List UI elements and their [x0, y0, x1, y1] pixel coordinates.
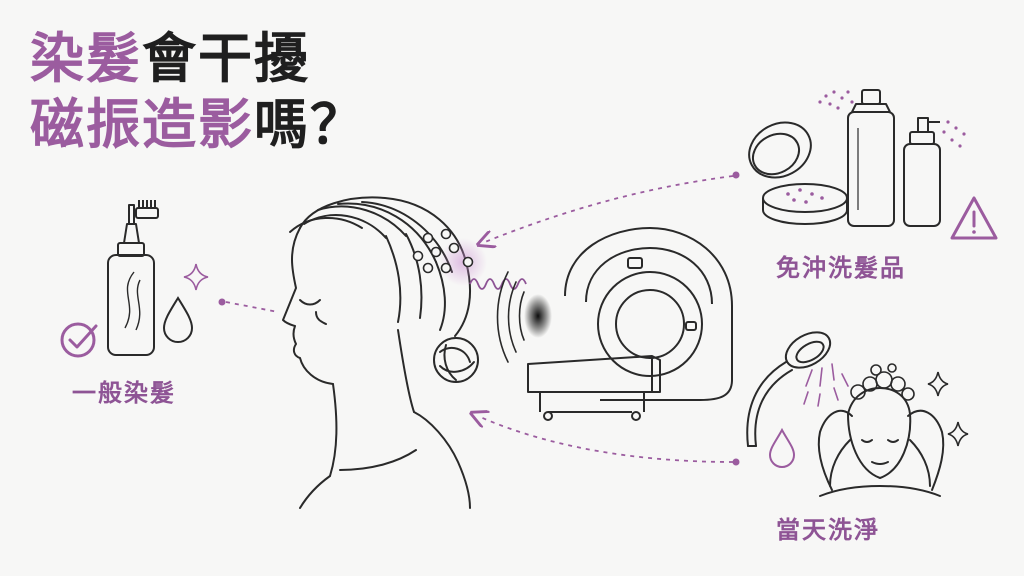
interference-wave — [469, 278, 527, 290]
mri-scanner — [527, 227, 733, 421]
check-circle-icon — [60, 322, 98, 358]
label-leave-in-products: 免沖洗髮品 — [776, 254, 906, 282]
drop-icon — [162, 296, 194, 343]
label-wash-same-day: 當天洗淨 — [776, 516, 880, 544]
page-title: 染髮會干擾 磁振造影嗎？ — [30, 26, 366, 158]
sparkle-icon — [947, 421, 969, 447]
spray-bottle-small — [903, 117, 941, 227]
connector-dye-to-head — [218, 298, 279, 313]
water-spray — [803, 363, 849, 407]
sparkle-icon — [927, 371, 949, 397]
connector-leave-in-to-head — [485, 171, 740, 243]
title-line1-accent: 染髮 — [30, 27, 142, 90]
label-regular-dye: 一般染髮 — [72, 379, 176, 407]
warning-triangle-icon — [950, 196, 998, 240]
woman-washing-hair — [817, 387, 945, 497]
spray-bottle-large — [847, 89, 895, 227]
connector-wash-to-head — [478, 416, 740, 466]
hair-particles — [412, 228, 487, 286]
sparkle-icon — [183, 263, 209, 291]
shower-head — [746, 331, 832, 447]
spray-mist — [818, 90, 966, 148]
drop-icon — [768, 427, 796, 468]
foam-bubbles — [850, 363, 915, 401]
woman-profile — [282, 196, 479, 509]
title-line1-rest: 會干擾 — [142, 27, 310, 90]
title-line2-accent: 磁振造影 — [30, 93, 254, 156]
signal-arcs — [496, 271, 552, 363]
title-line2-rest: 嗎？ — [254, 93, 366, 156]
compact-powder — [748, 121, 848, 226]
dye-bottle — [107, 200, 159, 356]
